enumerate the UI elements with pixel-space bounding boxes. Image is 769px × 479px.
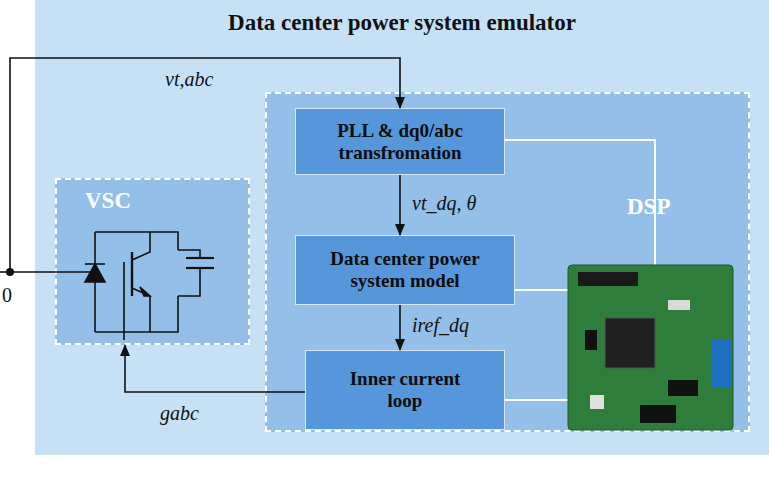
signal-arrow (399, 305, 401, 350)
board-connector (640, 405, 676, 423)
process-box: Inner current loop (305, 350, 505, 430)
board-wire (505, 399, 568, 401)
board-header (578, 272, 638, 286)
signal-name: iref_dq (412, 314, 469, 336)
capacitor-symbol (178, 240, 222, 305)
signal-arrow (125, 345, 305, 392)
box-label: Data center power system model (305, 248, 505, 292)
board-part (668, 300, 690, 310)
box-label: Inner current loop (340, 368, 470, 412)
signal-name: vt,abc (165, 68, 213, 90)
region-label: Data center power system emulator (35, 10, 769, 36)
board-chip (605, 318, 655, 368)
board-button (590, 395, 604, 409)
box-label: PLL & dq0/abc transfromation (305, 120, 495, 164)
terminal-wire (55, 271, 95, 273)
board-terminal (712, 340, 732, 388)
signal-arrow (10, 58, 400, 272)
board-chip (585, 330, 597, 350)
board-part (668, 380, 698, 396)
dsp-board (568, 265, 733, 430)
terminal-label: 0 (2, 284, 12, 306)
board-wire (505, 140, 655, 265)
signal-arrow (399, 175, 401, 235)
signal-name: vt_dq, θ (412, 192, 476, 214)
board-wire (515, 289, 568, 291)
region-label: VSC (85, 188, 248, 214)
board-pcb (568, 265, 733, 430)
signal-name: gabc (160, 402, 199, 424)
process-box: PLL & dq0/abc transfromation (295, 108, 505, 175)
vsc-region: VSC (55, 178, 250, 345)
process-box: Data center power system model (295, 235, 515, 305)
igbt-symbol (85, 232, 178, 340)
region-label: DSP (627, 194, 748, 220)
